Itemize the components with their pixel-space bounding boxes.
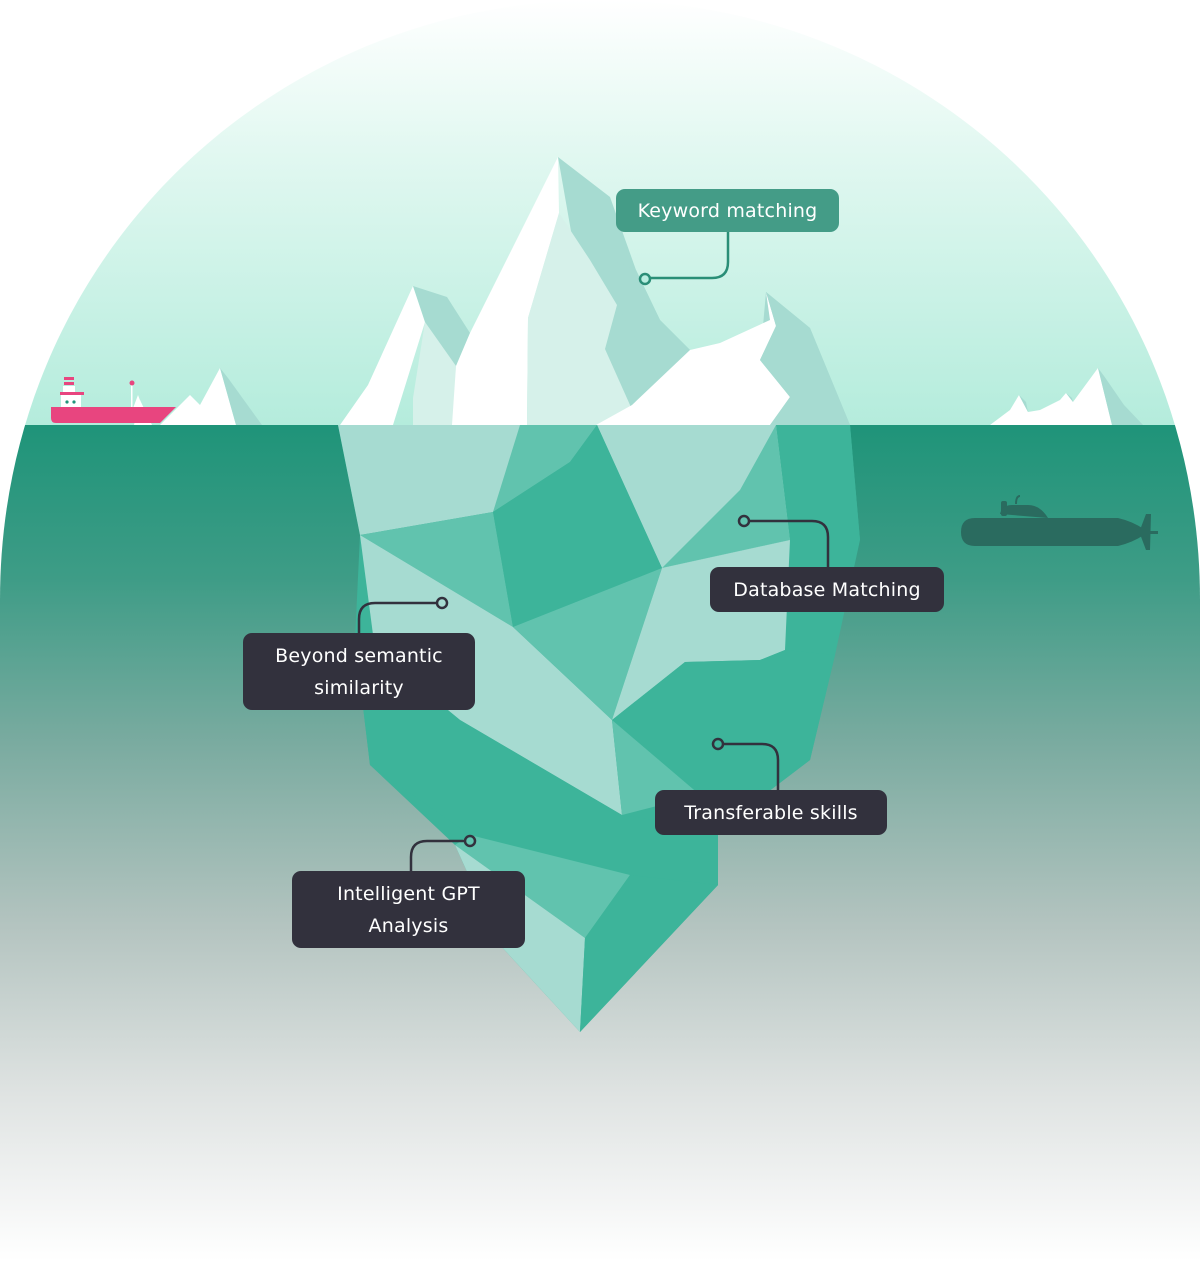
label-beyond-text-line1: Beyond semantic — [275, 644, 443, 667]
submarine-icon — [961, 495, 1158, 550]
cargo-ship-icon — [51, 377, 176, 423]
label-keyword-text: Keyword matching — [637, 199, 818, 222]
connector-gpt — [409, 834, 477, 873]
label-gpt-text-line1: Intelligent GPT — [337, 882, 480, 905]
connector-beyond — [357, 596, 449, 634]
label-intelligent-gpt-analysis: Intelligent GPT Analysis — [292, 871, 525, 948]
label-beyond-semantic-similarity: Beyond semantic similarity — [243, 633, 475, 710]
connector-transferable — [711, 737, 780, 791]
label-transferable-skills: Transferable skills — [655, 790, 887, 835]
label-keyword-matching: Keyword matching — [616, 189, 839, 232]
label-database-matching: Database Matching — [710, 567, 944, 612]
connector-keyword — [638, 230, 730, 286]
label-transferable-text: Transferable skills — [684, 801, 858, 824]
connector-database — [737, 514, 830, 568]
right-small-icebergs — [990, 368, 1143, 425]
iceberg-tip — [340, 157, 850, 425]
label-gpt-text-line2: Analysis — [368, 914, 449, 937]
label-beyond-text-line2: similarity — [314, 676, 404, 699]
label-database-text: Database Matching — [733, 578, 921, 601]
